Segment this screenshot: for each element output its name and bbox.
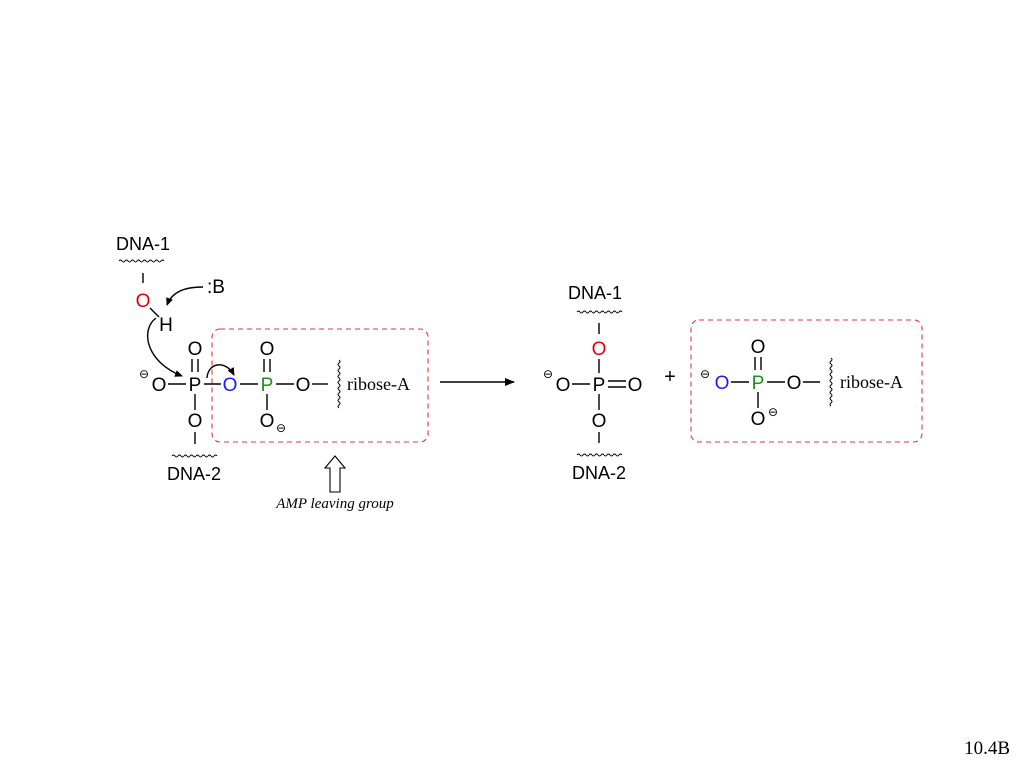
- product2-bottom-oxygen: O: [751, 409, 766, 430]
- base-attack-arrow: [166, 286, 204, 306]
- product1-bottom-oxygen: O: [592, 411, 607, 432]
- amp-product-dashed-box: [690, 319, 923, 443]
- reactant-p2-right-oxygen: O: [296, 375, 311, 396]
- product-1: DNA-1 O ⊖ O P O O DNA-2: [543, 283, 642, 483]
- plus-sign: +: [664, 366, 676, 388]
- amp-leaving-group-label: AMP leaving group: [275, 496, 394, 512]
- reactant-phosphorus-1: P: [189, 375, 202, 396]
- reactant-base: :B: [207, 277, 225, 298]
- product2-phosphorus: P: [752, 373, 765, 394]
- reactant-dna2-wavy-bond: [171, 454, 218, 458]
- reactant-hydrogen: H: [159, 315, 173, 336]
- reactant-o-h-bond: [149, 307, 160, 318]
- reactant-hydroxyl-oxygen: O: [136, 291, 151, 312]
- product2-bottom-charge: ⊖: [768, 405, 778, 419]
- reactant-p2-charge: ⊖: [276, 421, 286, 435]
- bond-break-arrow: [206, 364, 235, 379]
- product1-dna1-label: DNA-1: [568, 283, 622, 303]
- product1-right-oxygen: O: [628, 375, 643, 396]
- product1-left-oxygen: O: [556, 375, 571, 396]
- product1-dna2-label: DNA-2: [572, 463, 626, 483]
- product2-top-oxygen: O: [751, 337, 766, 358]
- product2-ribose-wavy-bond: [829, 357, 833, 407]
- reactant-ribose-wavy-bond: [337, 359, 341, 409]
- reactant-p2-bottom-oxygen: O: [260, 411, 275, 432]
- product2-ribose-label: ribose-A: [840, 372, 903, 392]
- product2-left-charge: ⊖: [700, 367, 710, 381]
- reactant-dna1-label: DNA-1: [116, 234, 170, 254]
- reactant-ribose-label: ribose-A: [347, 374, 410, 394]
- open-arrow-up-icon: [323, 455, 347, 493]
- product2-left-oxygen: O: [715, 373, 730, 394]
- reactant-dna1-wavy-bond: [118, 259, 165, 263]
- oxygen-attack-arrow: [147, 317, 183, 377]
- slide-number: 10.4B: [964, 738, 1010, 759]
- product1-top-oxygen: O: [592, 339, 607, 360]
- reactant-left-charge: ⊖: [139, 367, 149, 381]
- reactant-p2-top-oxygen: O: [260, 339, 275, 360]
- reactant-p1-top-oxygen: O: [188, 339, 203, 360]
- product1-left-charge: ⊖: [543, 367, 553, 381]
- reactant: DNA-1 O H :B ⊖ O P O O DNA-2 O P O O ⊖ O: [116, 234, 429, 484]
- reactant-phosphorus-2: P: [261, 375, 274, 396]
- product1-phosphorus: P: [593, 375, 606, 396]
- reactant-p1-left-oxygen: O: [152, 375, 167, 396]
- product2-right-oxygen: O: [787, 373, 802, 394]
- product-2: ⊖ O P O O ⊖ O ribose-A: [690, 319, 923, 443]
- product1-dna2-wavy-bond: [576, 453, 623, 457]
- product1-dna1-wavy-bond: [576, 310, 623, 314]
- reactant-p1-bottom-oxygen: O: [188, 411, 203, 432]
- amp-dashed-box: [211, 328, 429, 443]
- reactant-bridging-oxygen: O: [223, 375, 238, 396]
- reactant-dna2-label: DNA-2: [167, 464, 221, 484]
